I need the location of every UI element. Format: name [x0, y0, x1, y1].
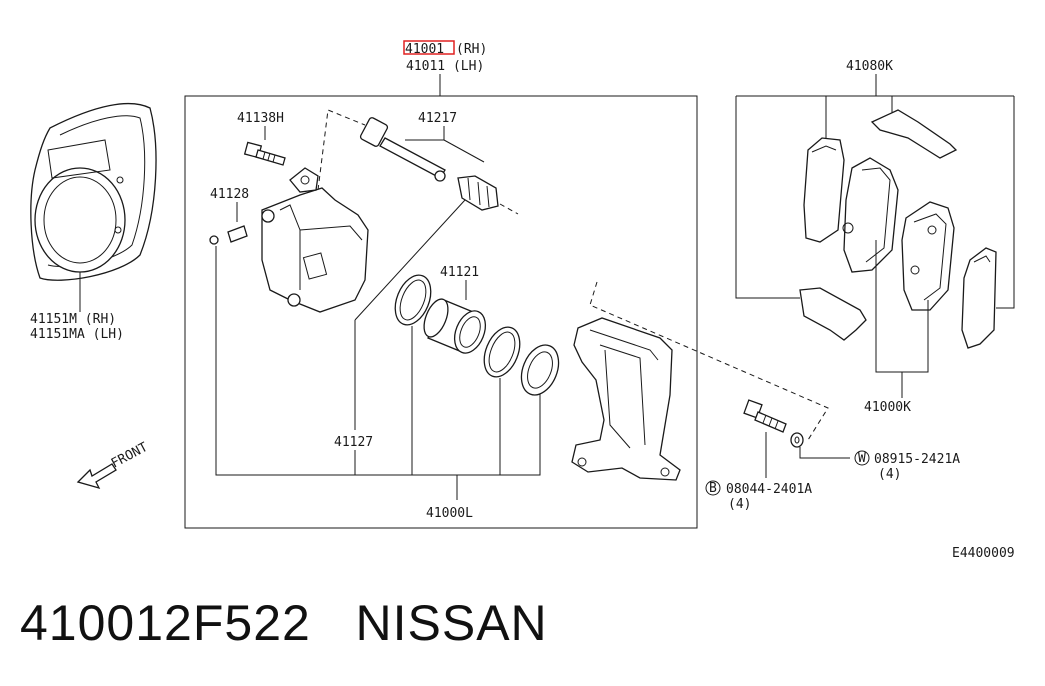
- leader-pin-kit-b: [443, 139, 485, 163]
- brake-pad-outer: [842, 157, 899, 273]
- label-pad-set[interactable]: 41000K: [864, 400, 911, 415]
- brake-pad-inner: [901, 201, 955, 311]
- label-bolt-qty: (4): [728, 497, 751, 512]
- footer-part-number: 410012F522: [20, 595, 311, 651]
- piston-seal: [394, 274, 432, 326]
- label-bolt[interactable]: 08044-2401A: [726, 482, 812, 497]
- caliper-bolt: [243, 141, 286, 166]
- label-baffle-rh[interactable]: 41151M (RH): [30, 312, 116, 327]
- dust-boot: [520, 344, 560, 396]
- label-washer-qty: (4): [878, 467, 901, 482]
- label-caliper-lh[interactable]: 41011 (LH): [406, 59, 484, 74]
- label-pin-kit[interactable]: 41217: [418, 111, 457, 126]
- bolt-mark: B: [709, 481, 717, 496]
- highlight-box: [403, 40, 455, 55]
- dashed-guide-2: [499, 203, 519, 215]
- label-baffle-lh[interactable]: 41151MA (LH): [30, 327, 124, 342]
- pad-shim-outer: [803, 137, 845, 243]
- washer-mark-circle: [854, 450, 870, 466]
- piston: [423, 298, 487, 354]
- label-pad-kit[interactable]: 41080K: [846, 59, 893, 74]
- footer-title: 410012F522 NISSAN: [20, 598, 548, 648]
- label-front: FRONT: [109, 440, 151, 472]
- leader-pin-kit-a: [405, 126, 445, 141]
- bleeder-screw: [209, 225, 248, 245]
- dust-seal-ring: [483, 326, 521, 378]
- diagram-code: E4400009: [952, 546, 1015, 561]
- pad-retainer-bottom: [799, 287, 867, 341]
- pad-shim-inner: [961, 247, 997, 349]
- front-arrow: [76, 463, 117, 490]
- seal-kit-bracket: [215, 246, 541, 476]
- pad-kit-bracket-left: [735, 96, 800, 299]
- mounting-bolt: [743, 399, 787, 433]
- washer-mark: W: [858, 451, 866, 466]
- caliper-body: [261, 167, 369, 313]
- guide-pin: [359, 117, 446, 182]
- pin-boot: [457, 175, 499, 211]
- label-washer[interactable]: 08915-2421A: [874, 452, 960, 467]
- caliper-assembly-box: [184, 95, 698, 529]
- label-seal-ref[interactable]: 41127: [334, 435, 373, 450]
- label-bleeder[interactable]: 41128: [210, 187, 249, 202]
- label-seal-kit[interactable]: 41000L: [426, 506, 473, 521]
- washer: [790, 432, 804, 448]
- label-bolt-h[interactable]: 41138H: [237, 111, 284, 126]
- caliper-bracket: [571, 317, 681, 481]
- label-caliper-rh-side: (RH): [456, 42, 487, 57]
- dashed-guide-3: [589, 281, 829, 441]
- leader-boot-to-seal: [354, 199, 466, 321]
- pad-retainer-top: [870, 109, 958, 159]
- pad-kit-bracket-right: [996, 96, 1015, 309]
- leader-washer: [799, 447, 850, 459]
- dashed-guide-1: [317, 109, 366, 191]
- label-piston[interactable]: 41121: [440, 265, 479, 280]
- footer-brand: NISSAN: [355, 595, 548, 651]
- bolt-mark-circle: [705, 480, 721, 496]
- disc-baffle: [30, 102, 157, 312]
